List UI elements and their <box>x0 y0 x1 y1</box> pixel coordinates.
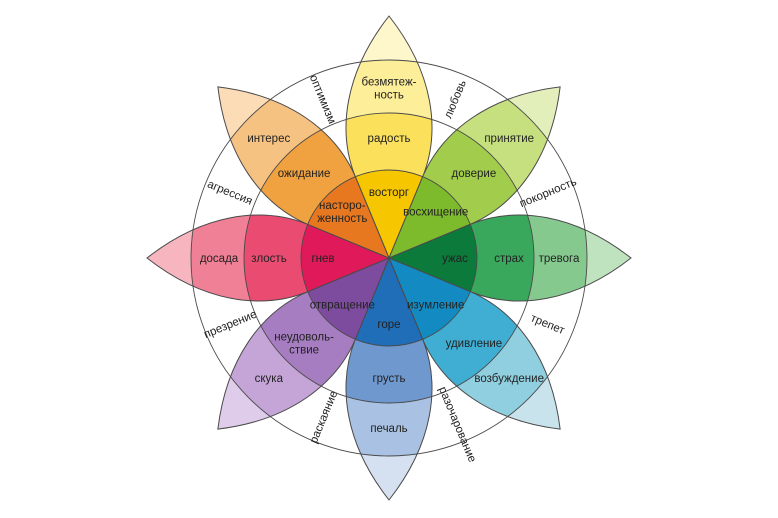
petal-anger-outline <box>146 214 391 302</box>
label-anger-outer: досада <box>200 253 239 265</box>
dyad-label-4: раскаяние <box>308 389 340 445</box>
dyad-label-2: трепет <box>529 312 567 337</box>
label-sadness-core: горе <box>377 319 400 331</box>
label-joy-core: восторг <box>369 187 409 199</box>
label-disgust-mid: неудоволь-ствие <box>274 331 334 356</box>
label-trust-mid: доверие <box>452 168 497 180</box>
petal-disgust-outline <box>217 257 390 430</box>
petal-fear <box>387 214 632 302</box>
dyad-label-1: покорность <box>518 176 578 210</box>
petal-surprise <box>388 257 561 430</box>
label-anger-core: гнев <box>311 253 334 265</box>
label-anger-mid: злость <box>251 253 286 265</box>
petal-fear-core-band <box>389 215 477 301</box>
petal-sadness-core-band <box>346 258 432 346</box>
label-anticipation-core: насторо-женность <box>317 200 367 225</box>
label-fear-core: ужас <box>442 253 468 265</box>
label-anticipation-mid: ожидание <box>278 168 331 180</box>
label-surprise-core-line: изумление <box>407 300 464 312</box>
petal-joy <box>345 15 433 260</box>
label-anticipation-outer: интерес <box>247 133 290 145</box>
label-joy-outer: безмятеж-ность <box>362 77 417 102</box>
rings-layer <box>190 59 588 457</box>
label-fear-mid: страх <box>494 253 524 265</box>
label-fear-outer: тревога <box>539 253 580 265</box>
dyad-label-5: презрение <box>202 308 258 341</box>
label-trust-outer: принятие <box>484 133 534 145</box>
ring-r198 <box>190 59 588 457</box>
petal-anticipation-outline <box>217 86 390 259</box>
petal-surprise-outline <box>388 257 561 430</box>
label-joy-outer-line: ность <box>374 90 404 102</box>
petal-sadness <box>345 256 433 501</box>
label-joy-core-line: восторг <box>369 187 409 199</box>
label-joy-mid-line: радость <box>368 133 411 145</box>
label-surprise-outer: возбуждение <box>474 373 544 385</box>
label-disgust-mid-line: ствие <box>289 344 319 356</box>
label-joy-outer-line: безмятеж- <box>362 77 417 89</box>
label-anticipation-mid-line: ожидание <box>278 168 331 180</box>
petal-joy-core-band <box>346 170 432 258</box>
label-sadness-outer-line: печаль <box>370 423 407 435</box>
petal-anger-core-band <box>301 215 389 301</box>
label-trust-core: восхищение <box>403 206 468 218</box>
petal-anticipation <box>217 86 390 259</box>
label-anticipation-core-line: женность <box>317 213 367 225</box>
petals-layer <box>146 15 632 501</box>
label-disgust-core: отвращение <box>310 300 375 312</box>
label-surprise-outer-line: возбуждение <box>474 373 544 385</box>
label-surprise-mid-line: удивление <box>446 338 503 350</box>
label-disgust-mid-line: неудоволь- <box>274 331 334 343</box>
petal-trust <box>388 86 561 259</box>
label-surprise-mid: удивление <box>446 338 503 350</box>
petal-trust-outline <box>388 86 561 259</box>
label-anger-outer-line: досада <box>200 253 239 265</box>
label-anticipation-core-line: насторо- <box>319 200 366 212</box>
ring-r145 <box>243 112 535 404</box>
label-disgust-outer: скука <box>255 373 284 385</box>
petal-joy-outline <box>345 15 433 260</box>
petal-disgust <box>217 257 390 430</box>
label-anger-core-line: гнев <box>311 253 334 265</box>
ring-r88 <box>300 169 478 347</box>
label-sadness-mid-line: грусть <box>372 373 405 385</box>
petal-sadness-outline <box>345 256 433 501</box>
label-fear-outer-line: тревога <box>539 253 580 265</box>
dyad-label-0: любовь <box>442 79 469 121</box>
petal-anger <box>146 214 391 302</box>
label-joy-mid: радость <box>368 133 411 145</box>
label-anticipation-outer-line: интерес <box>247 133 290 145</box>
label-anger-mid-line: злость <box>251 253 286 265</box>
petal-fear-outline <box>387 214 632 302</box>
label-sadness-core-line: горе <box>377 319 400 331</box>
label-trust-mid-line: доверие <box>452 168 497 180</box>
label-trust-outer-line: принятие <box>484 133 534 145</box>
label-fear-core-line: ужас <box>442 253 468 265</box>
label-trust-core-line: восхищение <box>403 206 468 218</box>
label-sadness-outer: печаль <box>370 423 407 435</box>
label-fear-mid-line: страх <box>494 253 524 265</box>
label-surprise-core: изумление <box>407 300 464 312</box>
label-disgust-core-line: отвращение <box>310 300 375 312</box>
label-sadness-mid: грусть <box>372 373 405 385</box>
dyad-label-6: агрессия <box>205 178 254 207</box>
dyad-label-7: оптимизм <box>307 73 338 126</box>
label-disgust-outer-line: скука <box>255 373 284 385</box>
